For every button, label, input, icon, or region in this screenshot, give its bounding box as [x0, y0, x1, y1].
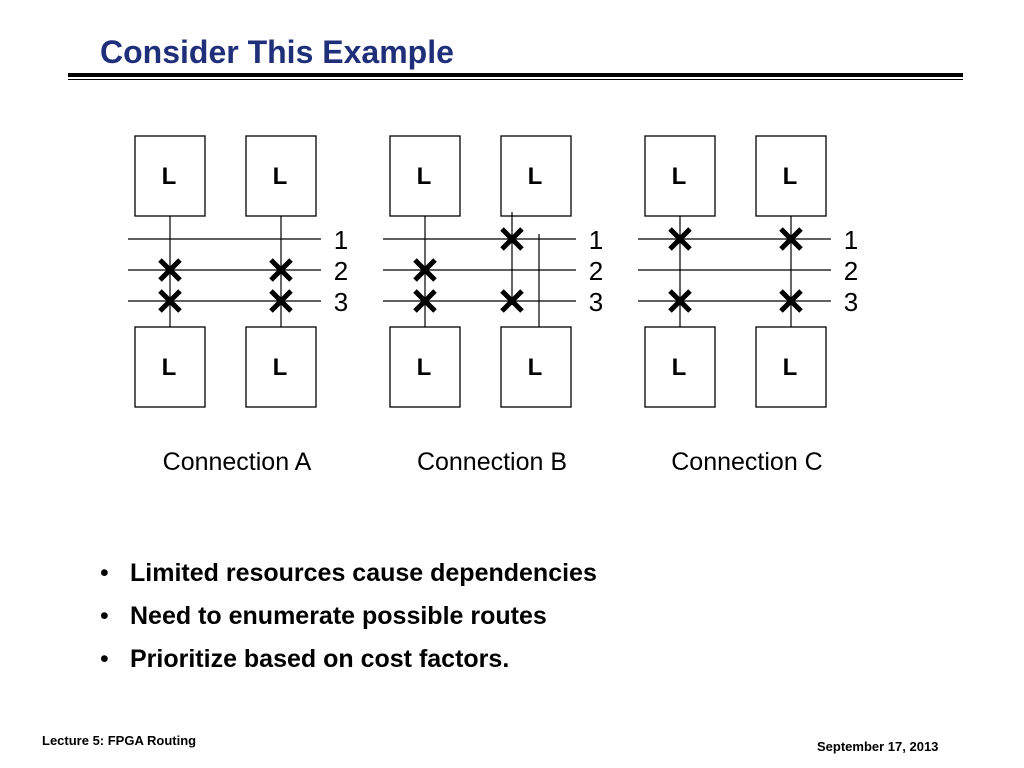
switch-x-icon [269, 258, 293, 282]
switch-x-icon [269, 289, 293, 313]
logic-block [245, 326, 317, 408]
bullet-dot-icon: • [100, 602, 109, 630]
switch-x-icon [158, 258, 182, 282]
track-number-label: 1 [334, 225, 348, 255]
switch-stroke [500, 289, 524, 313]
switch-stroke [158, 289, 182, 313]
title-rule-thin [68, 79, 963, 80]
bullet-text: Prioritize based on cost factors. [130, 645, 510, 673]
connection-caption: Connection A [163, 448, 312, 476]
logic-block [500, 135, 572, 217]
logic-block [755, 326, 827, 408]
logic-block-label: L [162, 354, 177, 381]
switch-stroke [779, 227, 803, 251]
track-number-label: 2 [844, 256, 858, 286]
switch-stroke [668, 289, 692, 313]
bullet-list: • Limited resources cause dependencies • N… [100, 555, 597, 684]
switch-x-icon [413, 258, 437, 282]
logic-block-label: L [273, 354, 288, 381]
logic-block-label: L [528, 163, 543, 190]
track-number-label: 2 [589, 256, 603, 286]
switch-x-icon [668, 227, 692, 251]
title-rule [68, 73, 963, 77]
switch-stroke [269, 258, 293, 282]
switch-stroke [500, 227, 524, 251]
switch-stroke [158, 258, 182, 282]
logic-block-label: L [528, 354, 543, 381]
switch-x-icon [413, 289, 437, 313]
logic-block-label: L [672, 354, 687, 381]
switch-x-icon [668, 289, 692, 313]
logic-block-label: L [273, 163, 288, 190]
bullet-item: • Limited resources cause dependencies [100, 555, 597, 598]
connection-caption: Connection C [671, 448, 822, 476]
logic-block [389, 135, 461, 217]
logic-block-label: L [417, 354, 432, 381]
switch-x-icon [779, 227, 803, 251]
logic-block-label: L [783, 163, 798, 190]
bullet-dot-icon: • [100, 645, 109, 673]
switch-x-icon [158, 289, 182, 313]
track-number-label: 1 [589, 225, 603, 255]
track-number-label: 1 [844, 225, 858, 255]
track-number-label: 3 [334, 287, 348, 317]
logic-block [500, 326, 572, 408]
footer-date: September 17, 2013 [817, 739, 939, 754]
bullet-dot-icon: • [100, 559, 109, 587]
track-number-label: 3 [589, 287, 603, 317]
switch-x-icon [500, 227, 524, 251]
footer-lecture: Lecture 5: FPGA Routing [42, 733, 197, 748]
switch-stroke [413, 289, 437, 313]
connection-caption: Connection B [417, 448, 567, 476]
logic-block-label: L [783, 354, 798, 381]
track-number-label: 3 [844, 287, 858, 317]
logic-block [245, 135, 317, 217]
logic-block-label: L [417, 163, 432, 190]
logic-block [134, 135, 206, 217]
switch-stroke [779, 289, 803, 313]
track-number-label: 2 [334, 256, 348, 286]
bullet-text: Limited resources cause dependencies [130, 559, 597, 587]
bullet-text: Need to enumerate possible routes [130, 602, 547, 630]
switch-stroke [269, 289, 293, 313]
logic-block-label: L [672, 163, 687, 190]
switch-stroke [668, 227, 692, 251]
switch-stroke [413, 258, 437, 282]
switch-x-icon [500, 289, 524, 313]
logic-block [644, 135, 716, 217]
bullet-item: • Need to enumerate possible routes [100, 598, 597, 641]
logic-block-label: L [162, 163, 177, 190]
bullet-item: • Prioritize based on cost factors. [100, 641, 597, 684]
slide-title: Consider This Example [100, 34, 454, 70]
switch-x-icon [779, 289, 803, 313]
logic-block [389, 326, 461, 408]
